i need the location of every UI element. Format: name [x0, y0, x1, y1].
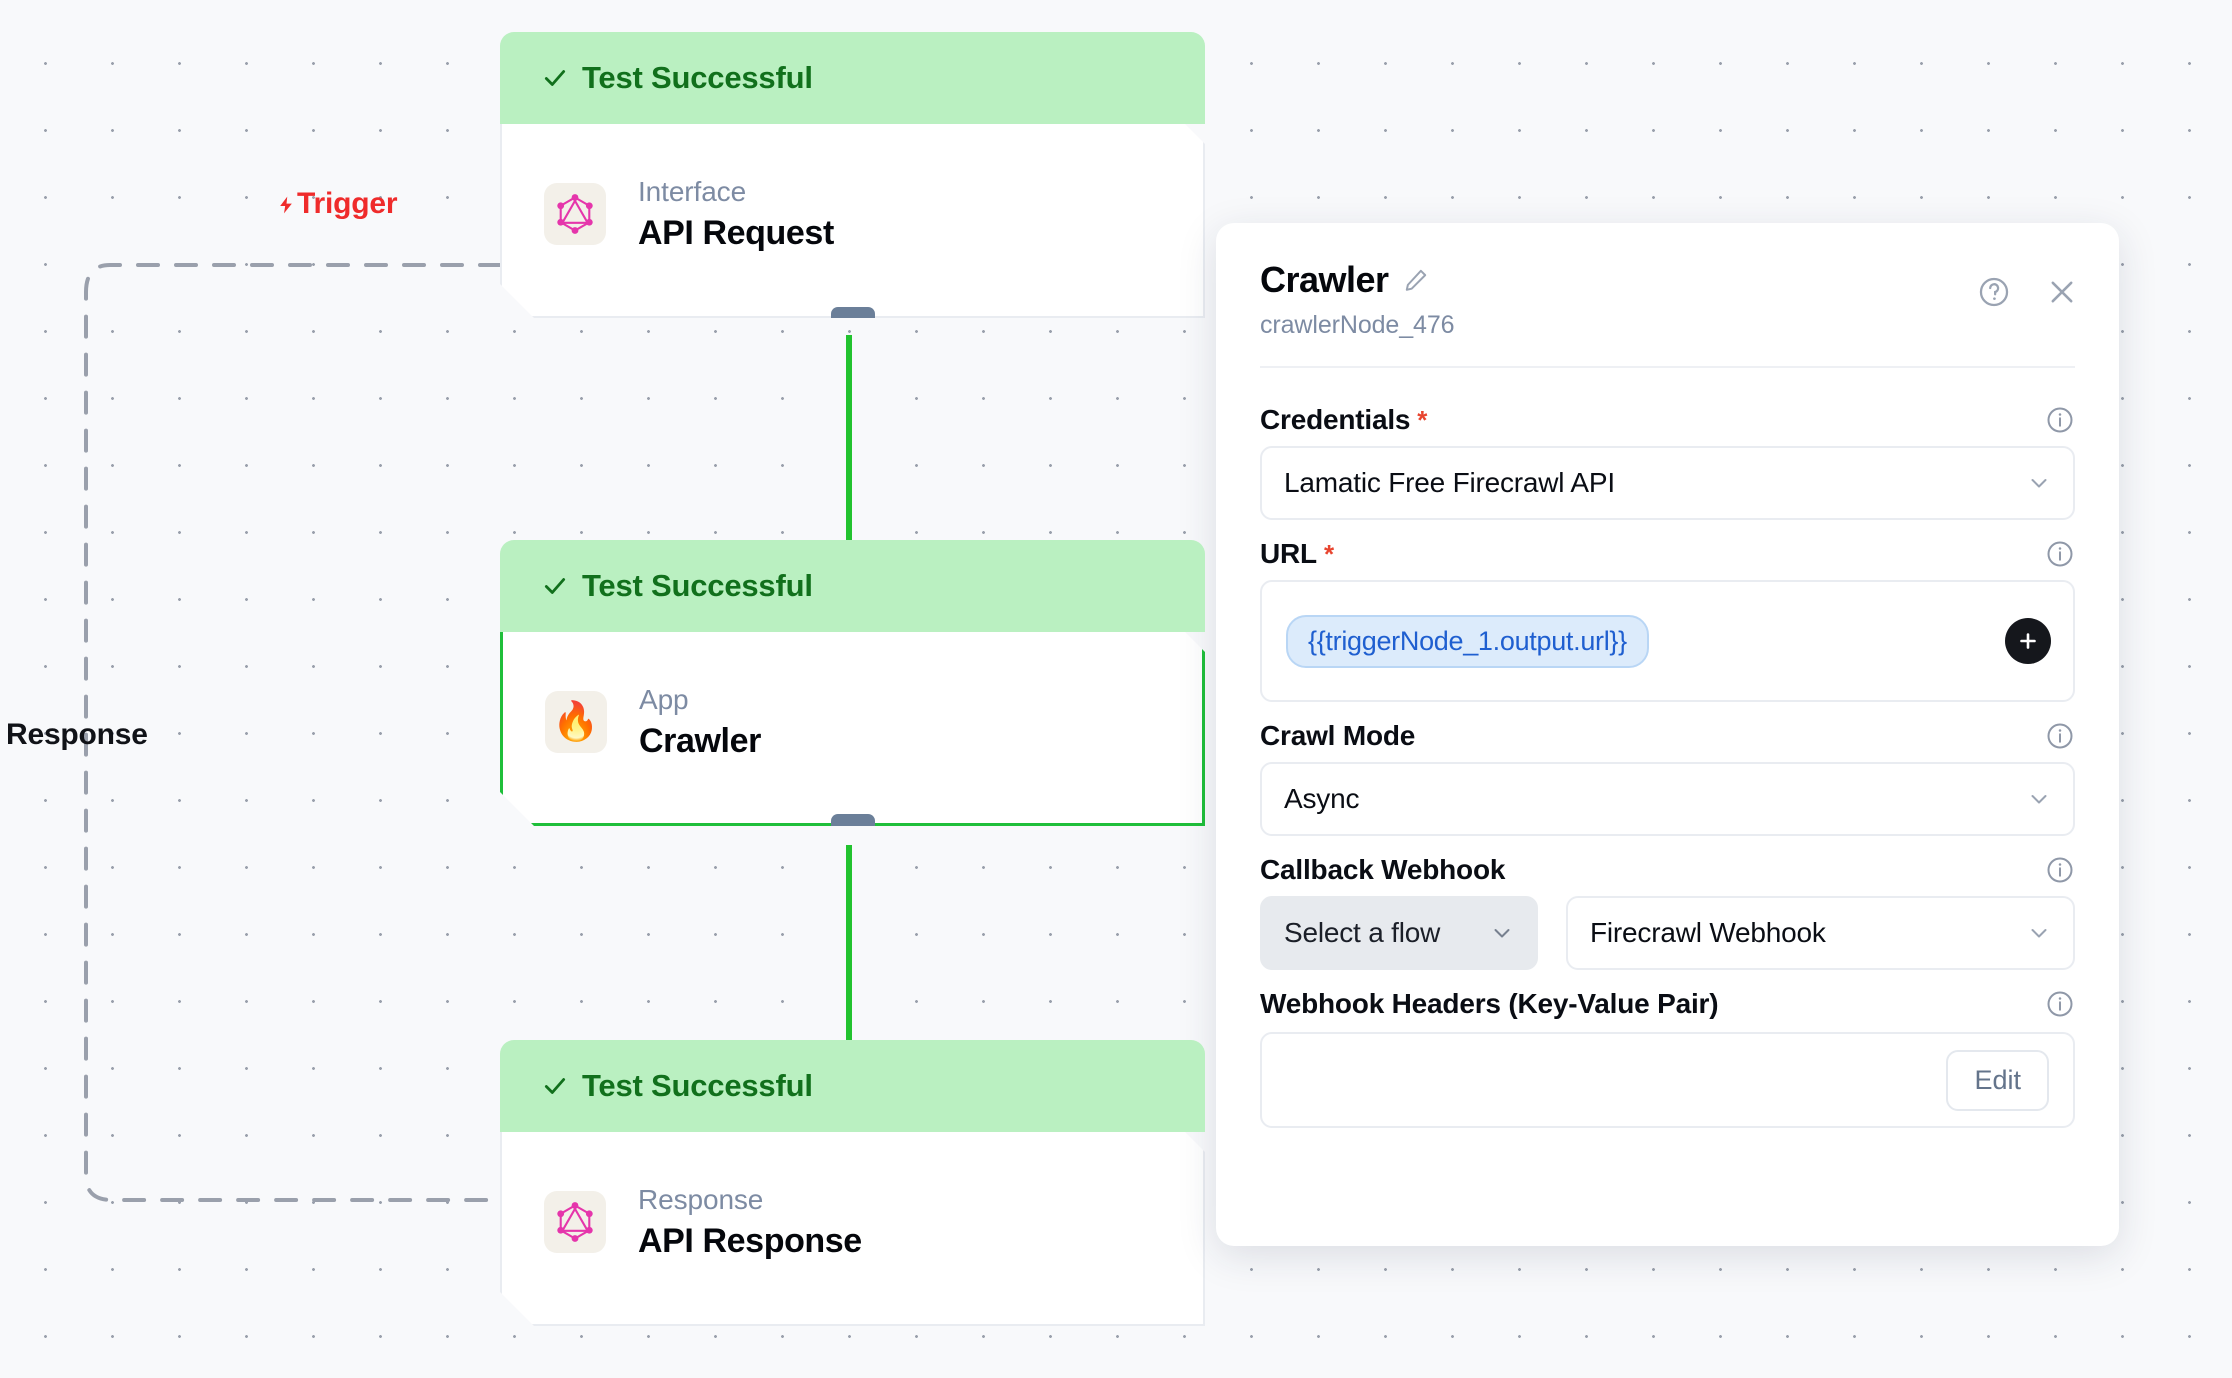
node-crawler[interactable]: Test Successful 🔥 App Crawler [500, 540, 1205, 826]
edit-button[interactable]: Edit [1946, 1049, 2049, 1111]
pencil-icon[interactable] [1403, 267, 1429, 293]
webhook-headers-input[interactable]: Edit [1260, 1032, 2075, 1128]
node-title-label: Crawler [639, 721, 761, 760]
node-api-response[interactable]: Test Successful Response API Response [500, 1040, 1205, 1326]
field-url: URL * {{triggerNode_1.output.url}} [1260, 528, 2075, 702]
field-label: URL * [1260, 538, 1334, 570]
flame-icon: 🔥 [545, 691, 607, 753]
panel-header: Crawler crawlerNode_476 [1216, 223, 2119, 340]
node-title-label: API Request [638, 213, 834, 252]
crawl-mode-value: Async [1284, 783, 1360, 814]
node-output-handle[interactable] [831, 307, 875, 324]
field-credentials: Credentials * Lamatic Free Firecrawl API [1260, 394, 2075, 520]
node-api-request[interactable]: Test Successful Interface API Request [500, 32, 1205, 318]
chevron-down-icon [1494, 929, 1510, 938]
panel-title: Crawler [1260, 259, 1389, 300]
plus-icon[interactable] [2005, 618, 2051, 664]
trigger-label: Trigger [276, 187, 397, 221]
field-crawl-mode: Crawl Mode Async [1260, 710, 2075, 836]
node-status-text: Test Successful [582, 568, 813, 603]
node-status-banner: Test Successful [500, 32, 1205, 124]
chevron-down-icon [2031, 479, 2047, 488]
node-config-panel[interactable]: Crawler crawlerNode_476 [1216, 223, 2119, 1246]
credentials-value: Lamatic Free Firecrawl API [1284, 467, 1615, 498]
check-icon [544, 578, 566, 594]
field-label: Callback Webhook [1260, 854, 1505, 886]
crawl-mode-label: Crawl Mode [1260, 720, 1416, 751]
check-icon [544, 70, 566, 86]
node-kind-label: Interface [638, 175, 747, 207]
variable-token[interactable]: {{triggerNode_1.output.url}} [1286, 614, 1649, 668]
info-icon[interactable] [2045, 989, 2075, 1019]
flow-value: Select a flow [1284, 917, 1441, 948]
close-icon[interactable] [2045, 275, 2079, 309]
node-title-label: API Response [638, 1221, 862, 1260]
lightning-bolt-icon [276, 191, 296, 219]
graphql-icon [544, 183, 606, 245]
node-kind-label: App [639, 683, 689, 715]
info-icon[interactable] [2045, 405, 2075, 435]
required-marker: * [1417, 405, 1428, 435]
field-label: Credentials * [1260, 404, 1427, 436]
node-status-text: Test Successful [582, 1068, 813, 1103]
node-status-banner: Test Successful [500, 540, 1205, 632]
field-label: Webhook Headers (Key-Value Pair) [1260, 988, 1719, 1020]
panel-subtitle: crawlerNode_476 [1260, 311, 1455, 339]
node-card[interactable]: Interface API Request [500, 110, 1205, 318]
info-icon[interactable] [2045, 721, 2075, 751]
field-label: Crawl Mode [1260, 720, 1415, 752]
panel-body: Credentials * Lamatic Free Firecrawl API [1216, 368, 2119, 1128]
field-webhook-headers: Webhook Headers (Key-Value Pair) Edit [1260, 978, 2075, 1128]
credentials-label: Credentials [1260, 404, 1411, 435]
info-icon[interactable] [2045, 539, 2075, 569]
webhook-value: Firecrawl Webhook [1590, 917, 1826, 948]
flow-select[interactable]: Select a flow [1260, 896, 1538, 970]
check-icon [544, 1078, 566, 1094]
node-card[interactable]: Response API Response [500, 1118, 1205, 1326]
webhook-headers-label: Webhook Headers (Key-Value Pair) [1260, 988, 1719, 1019]
node-status-banner: Test Successful [500, 1040, 1205, 1132]
node-card[interactable]: 🔥 App Crawler [500, 618, 1205, 826]
credentials-select[interactable]: Lamatic Free Firecrawl API [1260, 446, 2075, 520]
crawl-mode-select[interactable]: Async [1260, 762, 2075, 836]
chevron-down-icon [2031, 929, 2047, 938]
required-marker: * [1323, 539, 1334, 569]
panel-divider [1260, 366, 2075, 368]
url-label: URL [1260, 538, 1317, 569]
info-icon[interactable] [2045, 855, 2075, 885]
response-label: Response [6, 718, 148, 751]
webhook-select[interactable]: Firecrawl Webhook [1566, 896, 2075, 970]
node-output-handle[interactable] [831, 814, 875, 831]
field-callback-webhook: Callback Webhook Select a flow [1260, 844, 2075, 970]
callback-webhook-label: Callback Webhook [1260, 854, 1506, 885]
node-kind-label: Response [638, 1183, 764, 1215]
node-status-text: Test Successful [582, 60, 813, 95]
help-circle-icon[interactable] [1977, 275, 2011, 309]
graphql-icon [544, 1191, 606, 1253]
trigger-label-text: Trigger [297, 187, 398, 220]
url-input[interactable]: {{triggerNode_1.output.url}} [1260, 580, 2075, 702]
chevron-down-icon [2031, 795, 2047, 804]
